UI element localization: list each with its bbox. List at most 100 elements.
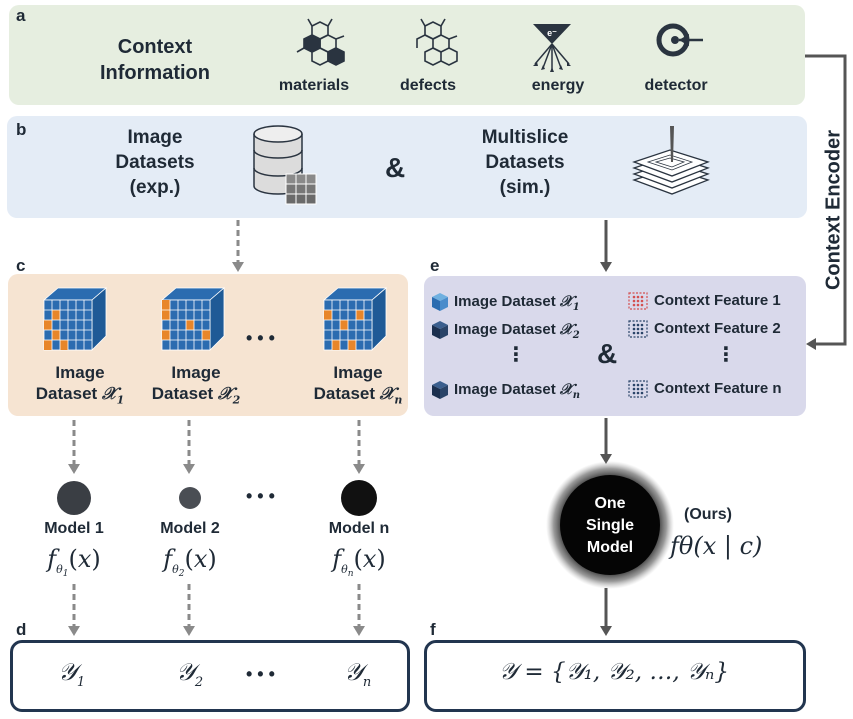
arrow-e-to-single-model xyxy=(600,418,612,464)
model-1-function-sub: 1 xyxy=(62,568,69,579)
context-feature-icon-n xyxy=(628,380,648,398)
electron-symbol: e⁻ xyxy=(547,28,557,38)
ours-label: (Ours) xyxy=(684,506,732,523)
database-icon xyxy=(253,125,317,205)
image-dataset-row-2-sub: 2 xyxy=(572,330,580,341)
energy-label: energy xyxy=(531,77,585,94)
panel-label-e: e xyxy=(430,256,440,275)
panel-label-a: a xyxy=(16,6,26,25)
cube-label-1-sub: 1 xyxy=(116,393,125,407)
outputs-ellipsis: • • • xyxy=(246,664,275,684)
context-feature-row-1: Context Feature 1 xyxy=(654,292,781,309)
image-dataset-row-1-label: Image Dataset xyxy=(454,293,556,310)
context-feature-icon-2 xyxy=(628,320,648,338)
models-ellipsis: • • • xyxy=(246,486,275,506)
materials-label: materials xyxy=(278,77,350,94)
single-model-node xyxy=(546,461,674,589)
single-model-label: One Single Model xyxy=(565,493,655,559)
single-model-function: fθ(x | c) xyxy=(670,532,763,560)
model-1-function: fθ1(x) xyxy=(47,545,101,579)
cube-label-n: Image Dataset 𝒳n xyxy=(298,362,418,410)
image-dataset-row-n: Image Dataset 𝒳n xyxy=(454,380,581,401)
cube-label-2-sub: 2 xyxy=(232,393,241,407)
materials-icon xyxy=(296,18,345,66)
panel-f-output-box xyxy=(424,640,806,712)
single-model-line1: One xyxy=(594,495,626,512)
cube-label-n-sub: n xyxy=(394,393,403,407)
output-y1-symbol: 𝒴 xyxy=(58,658,77,686)
arrow-model-n-to-d xyxy=(353,584,365,636)
model-2-label: Model 2 xyxy=(160,520,220,537)
cube-label-1-line2: Dataset xyxy=(35,384,98,403)
detector-label: detector xyxy=(644,77,708,94)
panel-label-c: c xyxy=(16,256,26,275)
context-information-title: Context Information xyxy=(75,34,235,86)
detector-icon xyxy=(656,23,703,57)
arrow-b-to-e xyxy=(600,220,612,272)
multislice-datasets-label: Multislice Datasets (sim.) xyxy=(455,125,595,200)
model-n-node xyxy=(341,480,377,516)
panel-label-b: b xyxy=(16,120,27,139)
context-encoder-label: Context Encoder xyxy=(822,129,845,291)
output-y2-symbol: 𝒴 xyxy=(176,658,195,686)
model-2-function: fθ2(x) xyxy=(163,545,217,579)
arrow-model-1-to-d xyxy=(68,584,80,636)
context-encoder-connector xyxy=(805,54,847,350)
model-n-label: Model n xyxy=(328,520,390,537)
arrow-c-to-model-n xyxy=(353,420,365,474)
image-dataset-row-n-sub: n xyxy=(572,390,581,401)
context-feature-icon-1 xyxy=(628,292,648,310)
image-datasets-line3: (exp.) xyxy=(129,177,181,198)
arrow-model-2-to-d xyxy=(183,584,195,636)
multislice-icon xyxy=(632,126,710,195)
model-2-function-sub: 2 xyxy=(178,568,185,579)
arrow-single-model-to-f xyxy=(600,588,612,636)
cube-label-2-line2: Dataset xyxy=(151,384,214,403)
image-datasets-line2: Datasets xyxy=(115,152,195,173)
context-title-line1: Context xyxy=(117,36,193,58)
output-y2: 𝒴2 xyxy=(176,658,203,690)
output-y1-sub: 1 xyxy=(76,674,86,690)
single-model-line2: Single xyxy=(585,517,634,534)
dataset-cube-n xyxy=(322,287,388,351)
small-cube-icon-n xyxy=(432,381,448,399)
output-yn: 𝒴n xyxy=(344,658,371,690)
image-dataset-row-n-label: Image Dataset xyxy=(454,381,556,398)
image-datasets-label: Image Datasets (exp.) xyxy=(90,125,220,200)
arrow-c-to-model-2 xyxy=(183,420,195,474)
output-y1: 𝒴1 xyxy=(58,658,85,690)
context-title-line2: Information xyxy=(100,62,210,84)
arrow-c-to-model-1 xyxy=(68,420,80,474)
defects-label: defects xyxy=(399,77,457,94)
model-2-node xyxy=(179,487,201,509)
panel-label-f: f xyxy=(430,620,436,639)
context-feature-row-n: Context Feature n xyxy=(654,380,782,397)
image-dataset-row-1: Image Dataset 𝒳1 xyxy=(454,292,580,313)
model-1-node xyxy=(57,481,91,515)
cube-label-n-line2: Dataset xyxy=(313,384,376,403)
multislice-line2: Datasets xyxy=(485,152,565,173)
panel-d-output-box xyxy=(10,640,410,712)
model-1-label: Model 1 xyxy=(44,520,104,537)
panel-label-d: d xyxy=(16,620,27,639)
cube-label-1: Image Dataset 𝒳1 xyxy=(20,362,140,410)
small-cube-icon-1 xyxy=(432,293,448,311)
context-feature-row-2: Context Feature 2 xyxy=(654,320,781,337)
panel-e-background xyxy=(424,276,806,416)
multislice-line1: Multislice xyxy=(481,127,569,148)
context-feature-vdots: ⋮ xyxy=(716,344,736,366)
cube-label-1-line1: Image xyxy=(55,363,105,382)
image-dataset-row-1-sub: 1 xyxy=(572,302,580,313)
energy-icon: e⁻ xyxy=(533,24,571,72)
multislice-line3: (sim.) xyxy=(499,177,551,198)
output-y2-sub: 2 xyxy=(194,674,204,690)
model-n-function: fθn(x) xyxy=(332,545,386,579)
output-set: 𝒴 = {𝒴₁, 𝒴₂, …, 𝒴ₙ} xyxy=(499,659,729,685)
dataset-cube-2 xyxy=(160,287,226,351)
cubes-ellipsis: • • • xyxy=(246,328,275,348)
image-dataset-row-2-label: Image Dataset xyxy=(454,321,556,338)
image-datasets-line1: Image xyxy=(127,127,183,148)
output-yn-sub: n xyxy=(362,674,372,690)
arrow-b-to-c xyxy=(232,220,244,272)
cube-label-2-line1: Image xyxy=(171,363,221,382)
